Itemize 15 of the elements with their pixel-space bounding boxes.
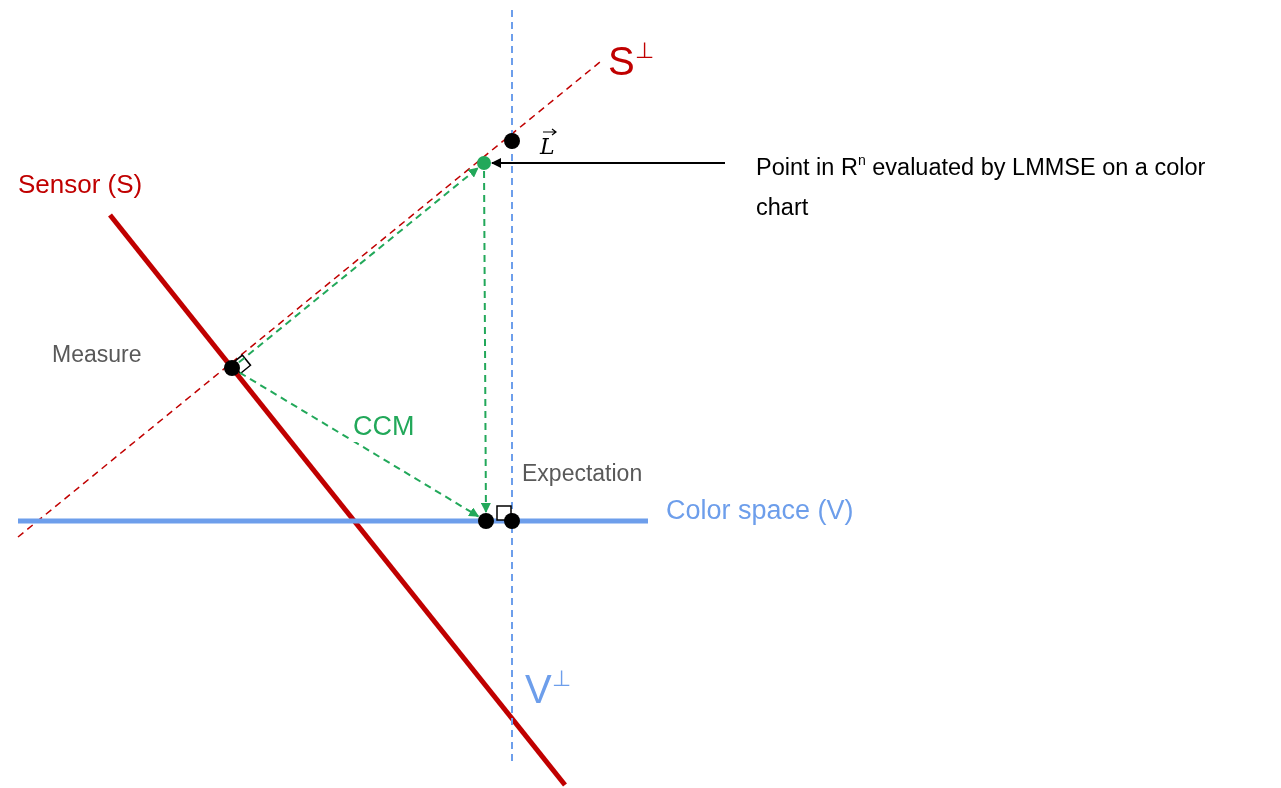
arrow	[491, 158, 726, 168]
arrow	[238, 167, 479, 364]
annotation-text: Point in R$^{n}$ evaluated by LMMSE on a color chart	[756, 154, 1206, 220]
line-label: V$^{⊥}$	[525, 668, 571, 709]
line-label: L	[540, 136, 555, 158]
point-label: Expectation	[522, 460, 643, 487]
line-label: Color space (V)	[666, 497, 854, 524]
arrow	[238, 371, 480, 518]
point-dot	[504, 133, 520, 149]
point-dot	[478, 513, 494, 529]
line-label: S$^{⊥}$	[608, 40, 654, 81]
line-label: Sensor (S)	[18, 171, 143, 197]
point-label: Measure	[52, 341, 142, 368]
point-dot	[477, 156, 491, 170]
arrow	[480, 170, 491, 513]
